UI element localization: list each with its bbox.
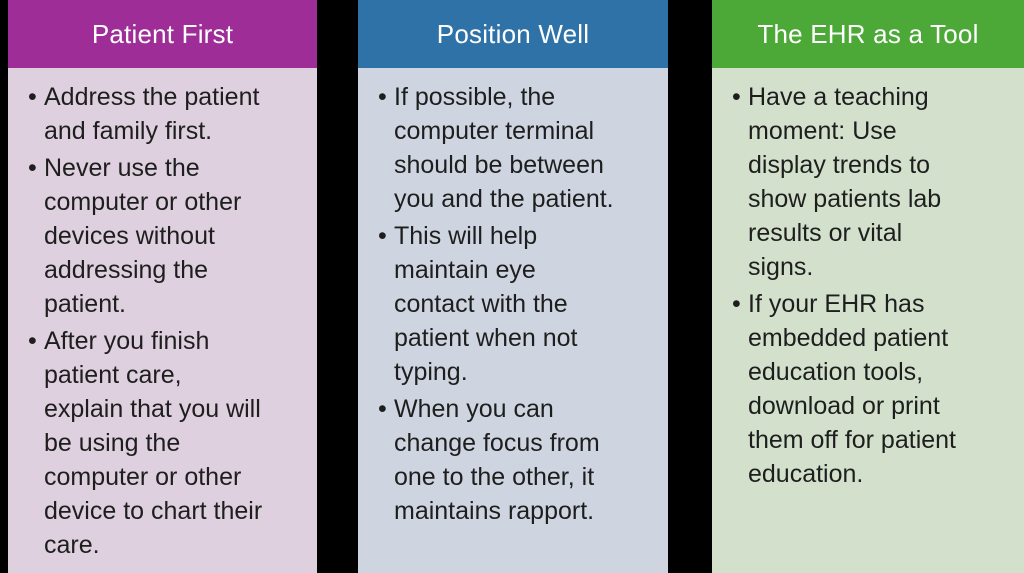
list-item: When you can change focus from one to th… — [378, 392, 658, 528]
bullet-list: Address the patient and family first. Ne… — [28, 80, 307, 562]
column-body-patient-first: Address the patient and family first. Ne… — [8, 68, 317, 573]
list-item: Never use the computer or other devices … — [28, 151, 307, 321]
column-body-ehr-as-a-tool: Have a teaching moment: Use display tren… — [712, 68, 1024, 573]
list-item: After you finish patient care, explain t… — [28, 324, 307, 562]
list-item: If your EHR has embedded patient educati… — [732, 287, 1014, 491]
bullet-list: Have a teaching moment: Use display tren… — [732, 80, 1014, 491]
column-header-position-well: Position Well — [358, 0, 668, 68]
column-patient-first: Patient First Address the patient and fa… — [8, 0, 317, 573]
list-item: This will help maintain eye contact with… — [378, 219, 658, 389]
column-header-patient-first: Patient First — [8, 0, 317, 68]
column-header-ehr-as-a-tool: The EHR as a Tool — [712, 0, 1024, 68]
column-ehr-as-a-tool: The EHR as a Tool Have a teaching moment… — [712, 0, 1024, 573]
column-title: The EHR as a Tool — [757, 19, 979, 49]
column-body-position-well: If possible, the computer terminal shoul… — [358, 68, 668, 573]
column-position-well: Position Well If possible, the computer … — [358, 0, 668, 573]
list-item: Address the patient and family first. — [28, 80, 307, 148]
column-title: Patient First — [91, 19, 234, 49]
column-title: Position Well — [436, 19, 590, 49]
list-item: If possible, the computer terminal shoul… — [378, 80, 658, 216]
bullet-list: If possible, the computer terminal shoul… — [378, 80, 658, 528]
list-item: Have a teaching moment: Use display tren… — [732, 80, 1014, 284]
